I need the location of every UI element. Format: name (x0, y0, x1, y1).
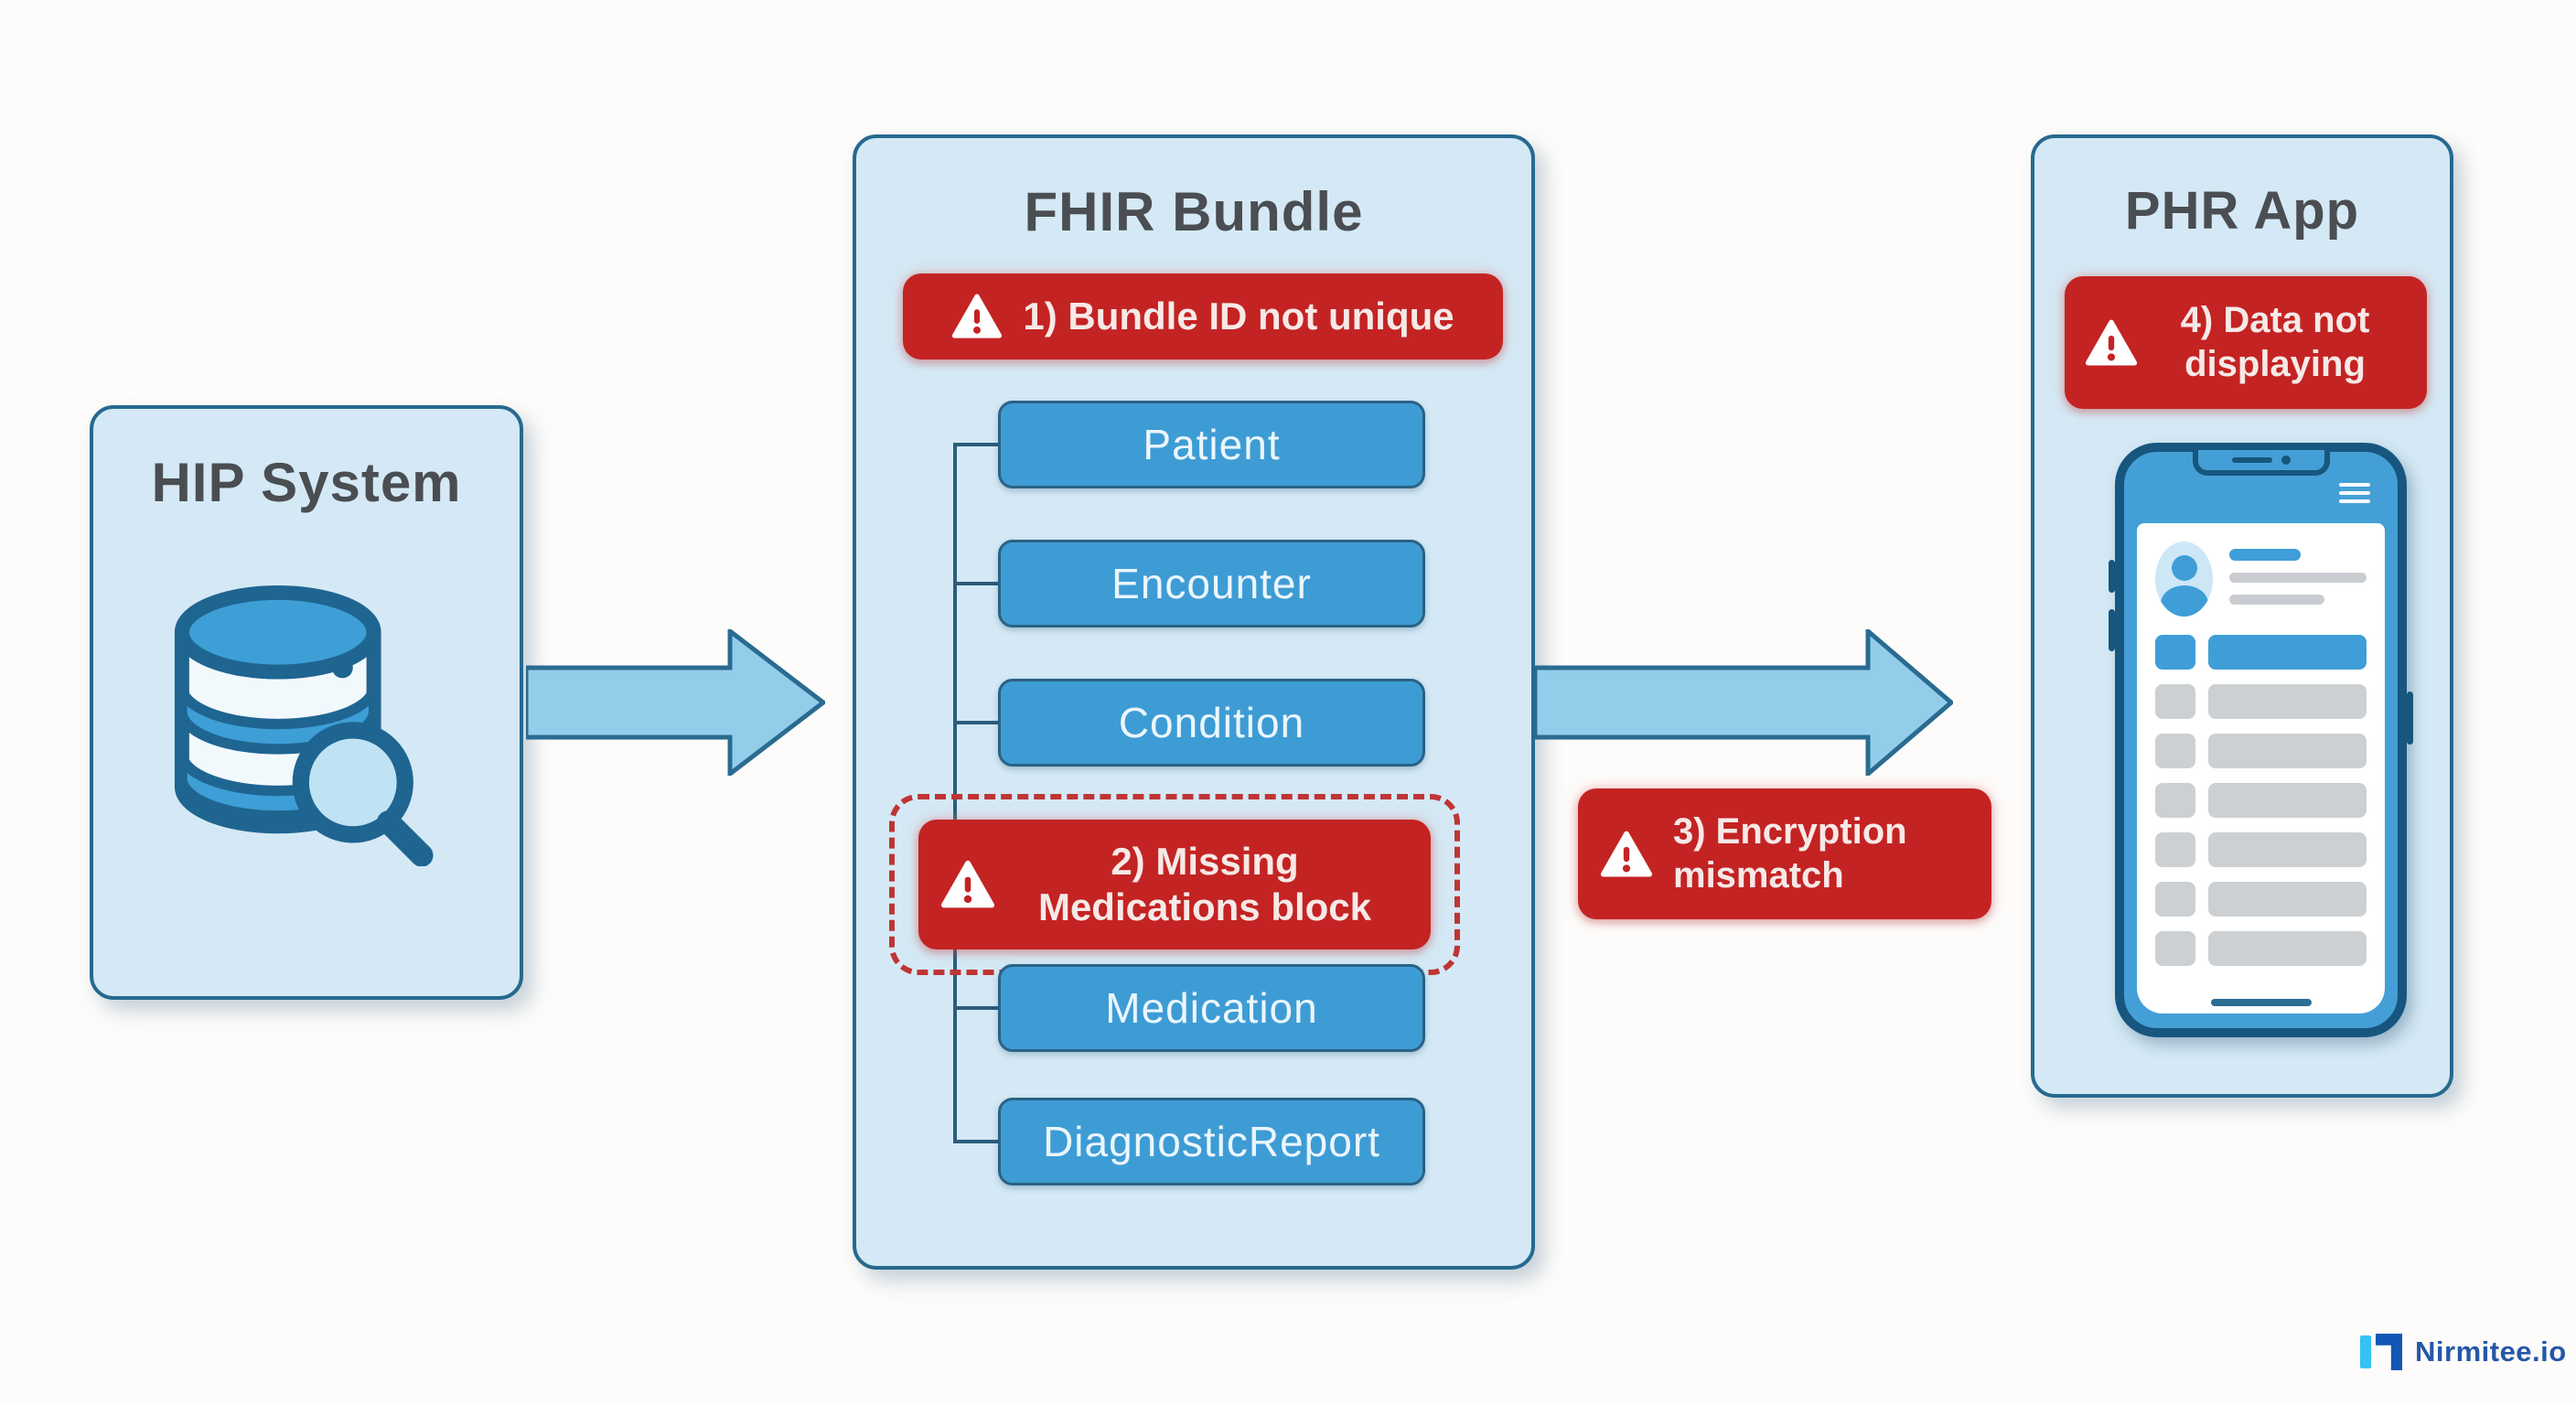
phone-home-indicator (2210, 999, 2312, 1006)
flow-arrow-right-icon (526, 629, 825, 776)
resource-box-condition: Condition (998, 679, 1425, 767)
phr-app-panel: PHR App 4) Data not displaying (2031, 134, 2453, 1098)
tree-stub-condition (953, 721, 998, 724)
error-banner-bundle-id: 1) Bundle ID not unique (903, 273, 1503, 359)
placeholder-line-gray (2229, 595, 2324, 605)
error-banner-data-not-displaying: 4) Data not displaying (2065, 276, 2427, 409)
warning-triangle-icon (1600, 831, 1653, 876)
missing-block-dashed-outline: 2) Missing Medications block (889, 794, 1460, 975)
resource-label-diagnosticreport: DiagnosticReport (1043, 1118, 1380, 1165)
resource-label-medication: Medication (1105, 984, 1318, 1032)
fhir-bundle-title: FHIR Bundle (1024, 181, 1364, 242)
fhir-bundle-panel: FHIR Bundle 1) Bundle ID not unique Pati… (853, 134, 1535, 1270)
resource-box-medication: Medication (998, 964, 1425, 1052)
warning-triangle-icon (940, 860, 995, 908)
phone-side-button (2109, 609, 2115, 651)
tree-stub-patient (953, 443, 998, 446)
error-banner-data-not-displaying-label: 4) Data not displaying (2180, 300, 2370, 384)
record-row (2155, 882, 2367, 917)
resource-label-condition: Condition (1118, 699, 1305, 746)
error-banner-missing-medications-label: 2) Missing Medications block (1037, 840, 1372, 928)
resource-label-patient: Patient (1143, 421, 1281, 468)
resource-box-diagnosticreport: DiagnosticReport (998, 1098, 1425, 1185)
hip-system-panel: HIP System (90, 405, 523, 1000)
placeholder-line-gray (2229, 573, 2367, 583)
tree-stub-medication (953, 1006, 998, 1010)
tree-stub-encounter (953, 582, 998, 585)
resource-label-encounter: Encounter (1111, 560, 1312, 607)
record-list (2155, 635, 2367, 966)
brand-logo-text: Nirmitee.io (2415, 1335, 2567, 1367)
record-row (2155, 734, 2367, 768)
phone-side-button (2407, 692, 2413, 745)
record-row-highlighted (2155, 635, 2367, 670)
warning-triangle-icon (952, 294, 1003, 338)
error-banner-encryption-mismatch-label: 3) Encryption mismatch (1673, 811, 1907, 896)
phone-mockup (2109, 443, 2413, 1037)
record-row (2155, 684, 2367, 719)
error-banner-bundle-id-label: 1) Bundle ID not unique (1023, 295, 1454, 338)
phone-speaker-slot (2231, 457, 2272, 463)
profile-placeholder-lines (2229, 549, 2367, 605)
hip-system-title: HIP System (151, 452, 462, 513)
nirmitee-logo-icon (2360, 1334, 2402, 1370)
phone-notch (2192, 450, 2330, 476)
hamburger-menu-icon (2339, 483, 2370, 508)
profile-header-row (2155, 542, 2367, 617)
record-row (2155, 931, 2367, 966)
tree-stub-diagnosticreport (953, 1140, 998, 1143)
phone-camera-dot (2281, 456, 2291, 465)
resource-box-patient: Patient (998, 401, 1425, 488)
phone-side-button (2109, 560, 2115, 593)
error-banner-missing-medications: 2) Missing Medications block (918, 820, 1431, 949)
user-avatar-icon (2155, 542, 2213, 617)
resource-box-encounter: Encounter (998, 540, 1425, 627)
warning-triangle-icon (2085, 319, 2138, 365)
tree-trunk-line (953, 443, 957, 1143)
phone-screen (2137, 523, 2385, 1014)
database-search-icon (174, 585, 434, 866)
phr-app-title: PHR App (2124, 181, 2360, 241)
error-banner-encryption-mismatch: 3) Encryption mismatch (1578, 788, 1991, 919)
brand-logo: Nirmitee.io (2360, 1334, 2567, 1370)
record-row (2155, 832, 2367, 867)
record-row (2155, 783, 2367, 818)
flow-arrow-right-icon (1535, 629, 1953, 776)
placeholder-line-blue (2229, 549, 2301, 561)
